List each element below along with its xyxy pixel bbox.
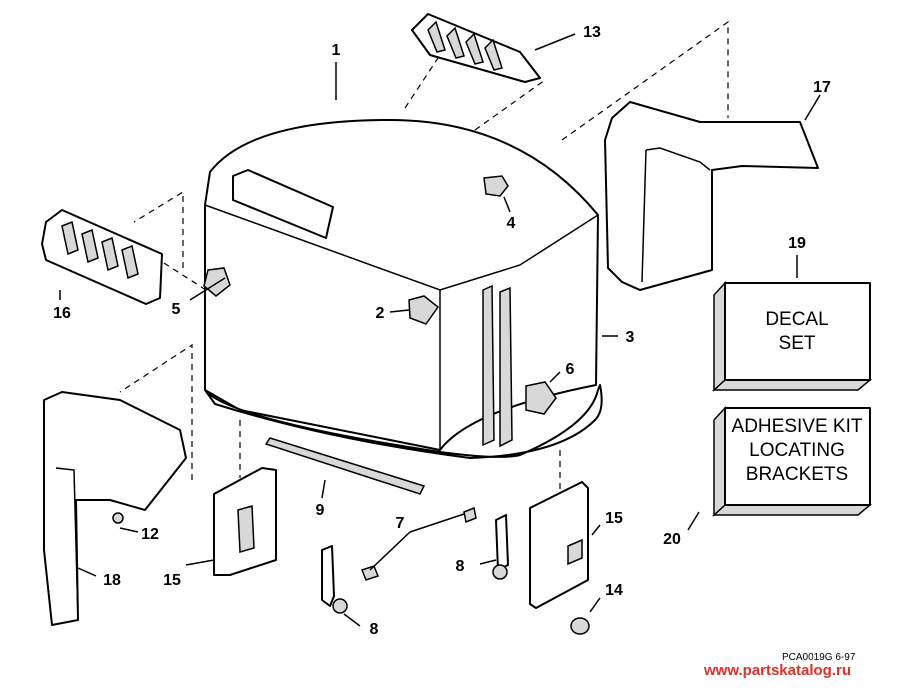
callout-numbers: 1 13 17 19 4 2 5 16 3 6 9 7 12 15 20 15 …	[53, 24, 831, 638]
callout-17: 17	[813, 79, 831, 96]
seal-strip	[264, 437, 426, 495]
callout-3: 3	[626, 329, 635, 346]
callout-8-right: 8	[456, 558, 465, 575]
adhesive-line-2: LOCATING	[749, 440, 845, 461]
decal-line-2: SET	[779, 333, 816, 354]
bracket-plate-right	[529, 481, 589, 609]
vent-grille-top	[411, 13, 541, 83]
callout-13: 13	[583, 24, 601, 41]
callout-4: 4	[507, 215, 516, 232]
locating-bracket-2	[492, 514, 509, 580]
callout-20: 20	[663, 531, 681, 548]
rear-cover	[604, 101, 819, 291]
callout-7: 7	[396, 515, 405, 532]
callout-12: 12	[141, 526, 159, 543]
callout-14: 14	[605, 582, 623, 599]
watermark-link[interactable]: www.partskatalog.ru	[704, 662, 851, 679]
bracket-plate-left	[213, 467, 277, 576]
alignment-lines	[119, 20, 729, 490]
callout-6: 6	[566, 361, 575, 378]
vent-grille-left	[41, 209, 163, 305]
leader-lines	[59, 33, 821, 627]
callout-1: 1	[332, 42, 341, 59]
callout-16: 16	[53, 305, 71, 322]
callout-18: 18	[103, 572, 121, 589]
callout-8-left: 8	[370, 621, 379, 638]
decal-set-box: DECAL SET	[712, 281, 873, 392]
adhesive-line-1: ADHESIVE KIT	[732, 416, 863, 437]
main-cowl	[204, 119, 603, 459]
callout-9: 9	[316, 502, 325, 519]
callout-15-right: 15	[605, 510, 623, 527]
decal-line-1: DECAL	[765, 309, 828, 330]
adhesive-kit-box: ADHESIVE KIT LOCATING BRACKETS	[712, 406, 873, 517]
callout-5: 5	[172, 301, 181, 318]
cowl-fasteners	[203, 175, 557, 415]
lower-side-cover	[43, 391, 187, 626]
diagram-code: PCA0019G 6-97	[782, 652, 856, 663]
callout-19: 19	[788, 235, 806, 252]
small-hardware	[112, 506, 590, 635]
callout-2: 2	[376, 305, 385, 322]
adhesive-line-3: BRACKETS	[746, 464, 848, 485]
callout-15-left: 15	[163, 572, 181, 589]
locating-bracket-1	[321, 545, 348, 614]
